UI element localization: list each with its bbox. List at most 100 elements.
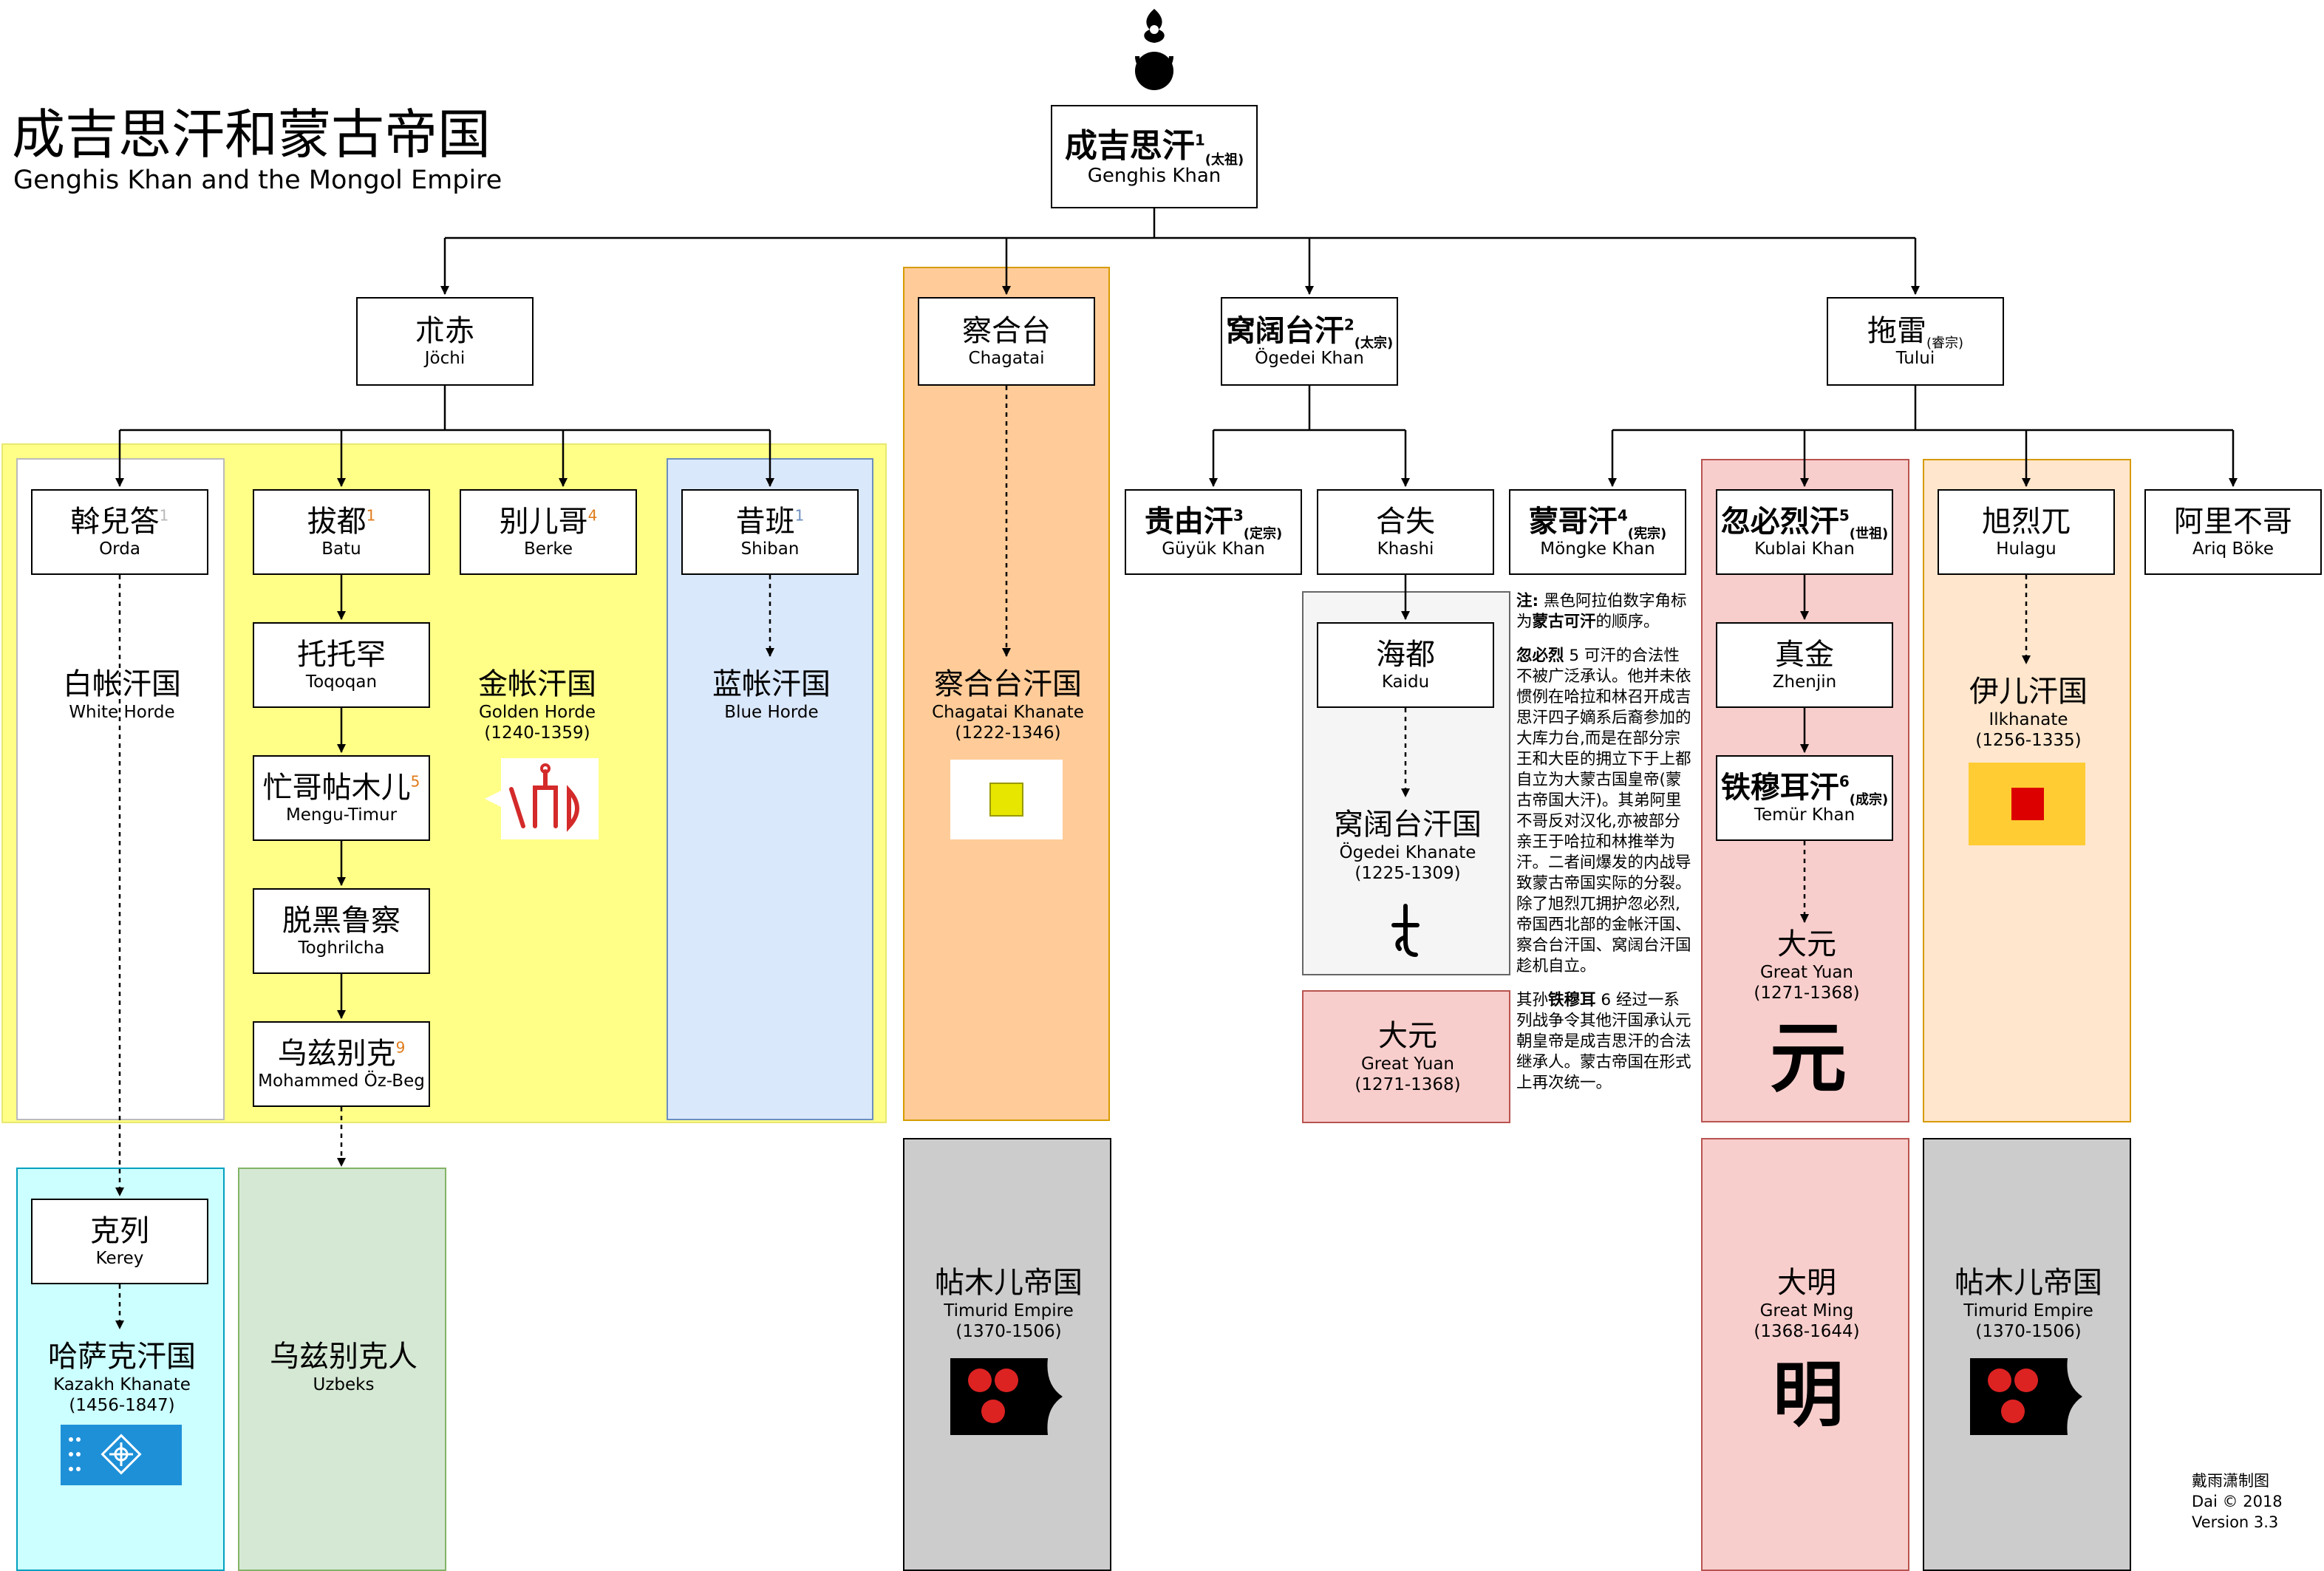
khan-order: 1 xyxy=(1194,131,1205,149)
page-title: 成吉思汗和蒙古帝国 xyxy=(12,103,491,166)
name-en: Genghis Khan xyxy=(1087,165,1221,187)
ogedei-tamga-icon xyxy=(1391,904,1420,957)
tree-line-genghis xyxy=(445,208,1915,239)
name-en: Kaidu xyxy=(1381,672,1430,692)
name-en: Mengu-Timur xyxy=(285,805,398,825)
yuan-left-region xyxy=(1302,990,1510,1123)
order-number: 1 xyxy=(159,506,169,525)
state-name-en: Timurid Empire xyxy=(1963,1301,2093,1320)
author-credit: 戴雨潇制图 Dai © 2018 Version 3.3 xyxy=(2192,1471,2283,1533)
state-name-en: Golden Horde xyxy=(478,703,596,722)
state-uzbeks: 乌兹别克人 Uzbeks xyxy=(238,1339,449,1395)
state-kazakh-khanate: 哈萨克汗国 Kazakh Khanate (1456-1847) xyxy=(16,1339,228,1416)
state-name-en: Blue Horde xyxy=(724,703,819,722)
name-zh: 贵由汗 xyxy=(1144,505,1233,539)
khan-order: 5 xyxy=(1839,506,1850,525)
name-en: Kublai Khan xyxy=(1754,539,1855,559)
name-zh: 海都 xyxy=(1376,638,1435,672)
name-en: Berke xyxy=(523,539,573,559)
temple-name: (世祖) xyxy=(1849,526,1889,542)
state-timurid-right: 帖木儿帝国 Timurid Empire (1370-1506) xyxy=(1923,1265,2134,1342)
state-name-zh: 帖木儿帝国 xyxy=(1955,1266,2102,1300)
name-zh: 托托罕 xyxy=(297,638,386,672)
name-zh: 铁穆耳汗 xyxy=(1720,771,1839,805)
name-en: Ögedei Khan xyxy=(1255,349,1364,368)
khan-order: 6 xyxy=(1839,772,1850,791)
name-en: Temür Khan xyxy=(1754,805,1856,825)
person-kublai-khan: 忽必烈汗5(世祖) Kublai Khan xyxy=(1716,489,1893,575)
note-paragraph-kublai: 忽必烈 5 可汗的合法性不被广泛承认。他并未依惯例在哈拉和林召开成吉思汗四子嫡系… xyxy=(1516,646,1695,977)
name-en: Hulagu xyxy=(1996,539,2056,559)
tree-line-tului xyxy=(1612,386,2233,432)
temple-name: (太祖) xyxy=(1204,151,1244,168)
state-years: (1240-1359) xyxy=(484,723,590,743)
name-zh: 忽必烈汗 xyxy=(1720,505,1839,539)
temple-name: (成宗) xyxy=(1849,792,1889,808)
state-blue-horde: 蓝帐汗国 Blue Horde xyxy=(667,667,876,723)
state-name-en: Great Yuan xyxy=(1360,1054,1454,1074)
name-zh: 克列 xyxy=(90,1214,149,1248)
person-genghis-khan: 成吉思汗1(太祖) Genghis Khan xyxy=(1051,105,1258,208)
name-zh: 昔班 xyxy=(735,505,795,539)
name-zh: 脱黑鲁察 xyxy=(282,904,401,938)
state-years: (1368-1644) xyxy=(1754,1322,1860,1341)
state-name-zh: 窝阔台汗国 xyxy=(1334,808,1482,842)
state-great-ming: 大明 Great Ming (1368-1644) xyxy=(1701,1265,1912,1342)
credit-author: 戴雨潇制图 xyxy=(2192,1472,2269,1490)
temple-name: (定宗) xyxy=(1243,526,1283,542)
state-name-zh: 大元 xyxy=(1378,1019,1437,1053)
name-en: Mohammed Öz-Beg xyxy=(258,1071,425,1091)
person-jochi: 朮赤 Jöchi xyxy=(356,297,534,386)
state-name-en: Uzbeks xyxy=(313,1375,375,1394)
name-zh: 察合台 xyxy=(962,314,1051,348)
name-zh: 真金 xyxy=(1775,638,1834,672)
state-name-en: Timurid Empire xyxy=(944,1301,1074,1320)
state-name-zh: 察合台汗国 xyxy=(934,667,1082,701)
ming-calligraphy: 明 xyxy=(1773,1353,1844,1437)
name-zh: 别儿哥 xyxy=(499,505,588,539)
state-chagatai-khanate: 察合台汗国 Chagatai Khanate (1222-1346) xyxy=(903,667,1113,743)
name-en: Ariq Böke xyxy=(2192,539,2274,559)
state-years: (1370-1506) xyxy=(955,1322,1062,1341)
state-name-zh: 金帐汗国 xyxy=(478,667,596,701)
name-zh: 旭烈兀 xyxy=(1982,505,2071,539)
state-years: (1256-1335) xyxy=(1975,731,2082,750)
khan-order: 2 xyxy=(1343,316,1354,334)
state-years: (1271-1368) xyxy=(1354,1075,1461,1094)
timurid-right-region xyxy=(1923,1138,2131,1571)
state-name-en: Kazakh Khanate xyxy=(53,1375,191,1394)
name-en: Toqoqan xyxy=(305,672,378,692)
name-zh: 乌兹别克 xyxy=(277,1037,396,1071)
temple-name: (太宗) xyxy=(1354,335,1394,351)
temple-name: (宪宗) xyxy=(1627,526,1667,542)
name-en: Khashi xyxy=(1377,539,1434,559)
state-ilkhanate: 伊儿汗国 Ilkhanate (1256-1335) xyxy=(1923,674,2134,751)
state-name-en: Chagatai Khanate xyxy=(932,703,1084,722)
person-batu: 拔都1 Batu xyxy=(253,489,430,575)
state-name-en: Great Yuan xyxy=(1759,963,1853,982)
person-oz-beg: 乌兹别克9 Mohammed Öz-Beg xyxy=(253,1021,430,1107)
person-guyuk-khan: 贵由汗3(定宗) Güyük Khan xyxy=(1125,489,1302,575)
person-mongke-khan: 蒙哥汗4(宪宗) Möngke Khan xyxy=(1509,489,1686,575)
state-name-zh: 伊儿汗国 xyxy=(1969,675,2088,709)
name-en: Orda xyxy=(99,539,140,559)
state-years: (1370-1506) xyxy=(1975,1322,2082,1341)
person-temur-khan: 铁穆耳汗6(成宗) Temür Khan xyxy=(1716,755,1893,841)
state-years: (1456-1847) xyxy=(69,1396,175,1415)
note-paragraph-temur: 其孙铁穆耳 6 经过一系列战争令其他汗国承认元朝皇帝是成吉思汗的合法继承人。蒙古… xyxy=(1516,990,1695,1094)
state-name-en: Ilkhanate xyxy=(1989,710,2068,729)
state-years: (1222-1346) xyxy=(955,723,1061,743)
name-zh: 合失 xyxy=(1376,505,1435,539)
state-name-zh: 帖木儿帝国 xyxy=(935,1266,1083,1300)
order-number: 4 xyxy=(587,506,598,525)
name-en: Zhenjin xyxy=(1772,672,1837,692)
person-toghrilcha: 脱黑鲁察 Toghrilcha xyxy=(253,888,430,974)
person-zhenjin: 真金 Zhenjin xyxy=(1716,622,1893,708)
name-en: Kerey xyxy=(95,1249,144,1268)
person-orda: 斡兒答1 Orda xyxy=(31,489,208,575)
name-en: Toghrilcha xyxy=(298,938,385,958)
page-subtitle: Genghis Khan and the Mongol Empire xyxy=(13,166,502,195)
name-zh: 蒙哥汗 xyxy=(1528,505,1618,539)
person-chagatai: 察合台 Chagatai xyxy=(918,297,1095,386)
